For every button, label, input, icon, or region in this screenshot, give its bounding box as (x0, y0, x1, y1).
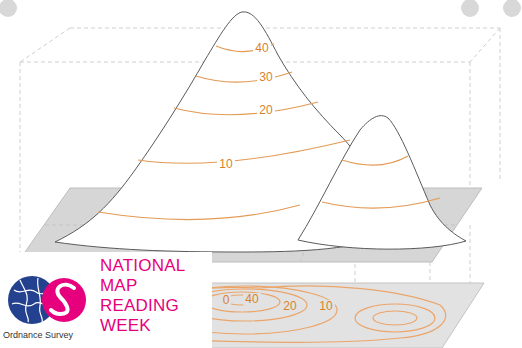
brand-name: Ordnance Survey (3, 331, 73, 340)
contour-height: 40 (253, 42, 270, 54)
corner-button (461, 0, 479, 17)
logo-ground (0, 252, 212, 348)
contour-height: 30 (257, 71, 274, 83)
small-hill (298, 116, 466, 249)
os-logo (8, 276, 86, 324)
contour-height: 10 (217, 158, 234, 170)
corner-button (503, 0, 521, 17)
contour-height: 40 (243, 293, 260, 305)
contour-height: 20 (257, 104, 274, 116)
corner-button (0, 0, 17, 17)
contour-height: 20 (281, 300, 298, 312)
hill-contours (98, 44, 440, 220)
contour-height: 10 (317, 300, 334, 312)
contour-height: 0 (221, 294, 232, 306)
event-title: NATIONAL MAP READING WEEK (100, 256, 204, 336)
